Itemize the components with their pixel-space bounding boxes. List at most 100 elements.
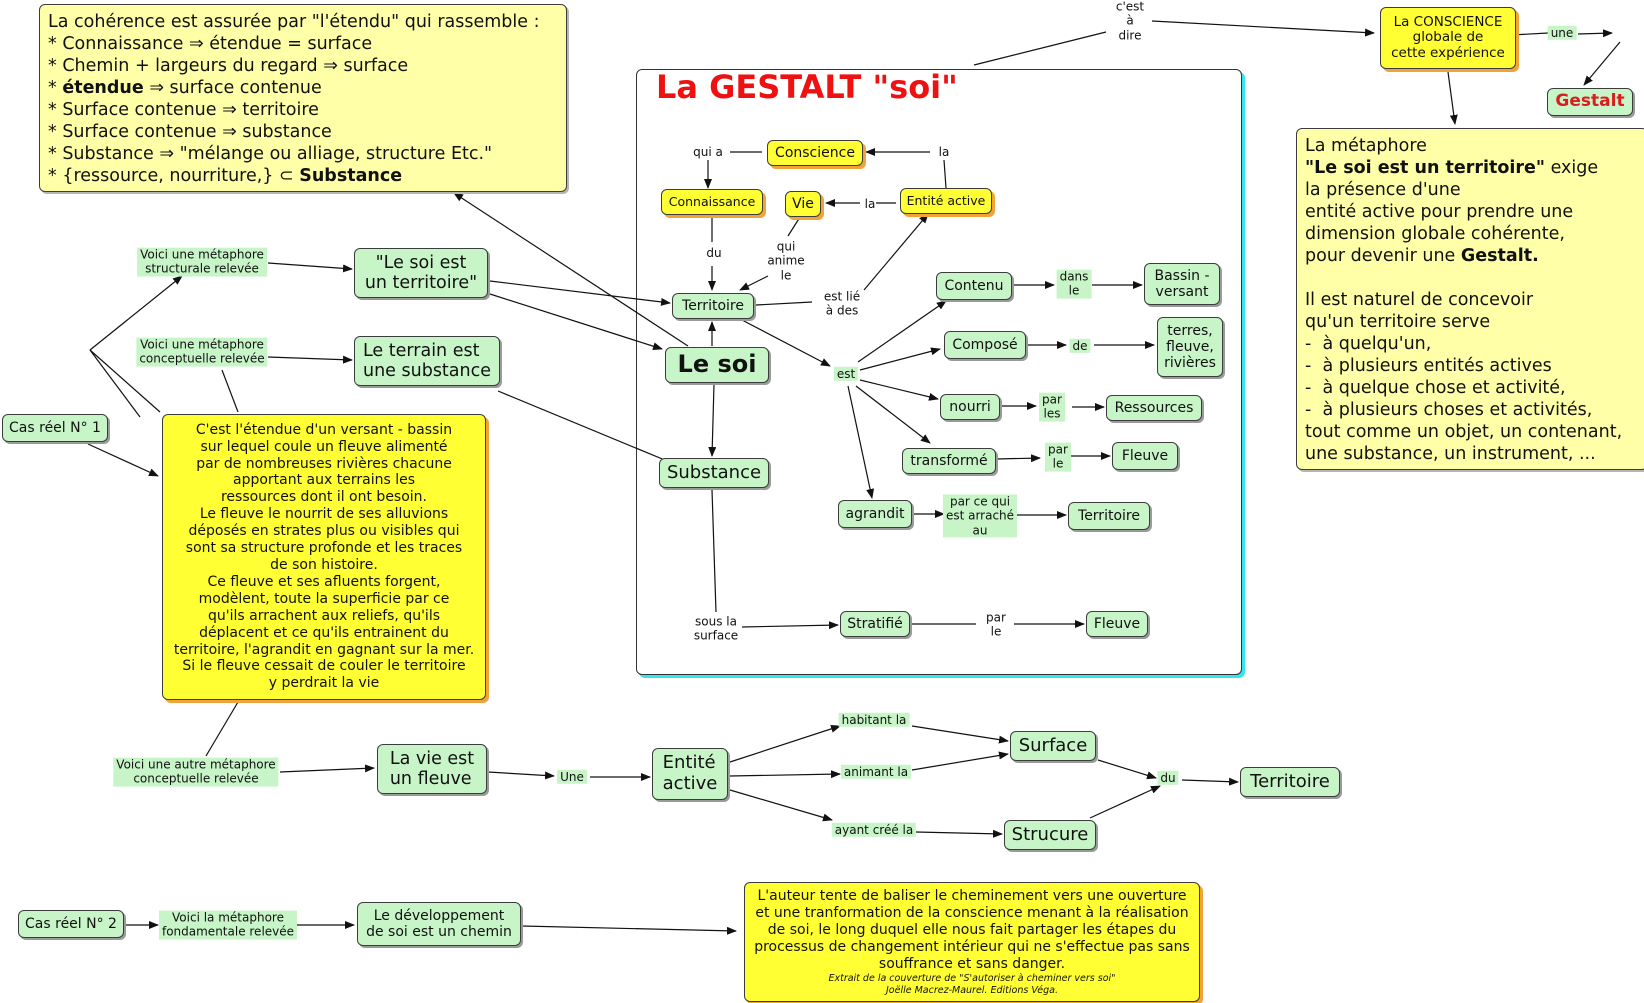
label-est-lie: est lié à des bbox=[823, 289, 861, 318]
node-agrandit[interactable]: agrandit bbox=[838, 500, 912, 528]
coherence-line: * Substance ⇒ "mélange ou alliage, struc… bbox=[48, 144, 493, 164]
node-label: "Le soi est un territoire" bbox=[364, 252, 478, 293]
metaphore-line: - à plusieurs choses et activités, bbox=[1305, 400, 1593, 420]
link-est-transforme bbox=[855, 385, 931, 444]
link-animant-surface bbox=[911, 751, 1009, 771]
node-terres[interactable]: terres, fleuve, rivières bbox=[1157, 317, 1223, 377]
auteur-text: L'auteur tente de baliser le cheminement… bbox=[754, 887, 1190, 972]
node-label: Gestalt bbox=[1555, 91, 1625, 112]
node-soi-territoire[interactable]: "Le soi est un territoire" bbox=[354, 248, 488, 298]
node-label: Composé bbox=[952, 336, 1018, 353]
node-ressources[interactable]: Ressources bbox=[1106, 395, 1202, 421]
link-split-versant bbox=[89, 349, 161, 413]
node-nourri[interactable]: nourri bbox=[940, 394, 1000, 420]
metaphore-line: La métaphore bbox=[1305, 136, 1427, 156]
link-conceptuelle-versant bbox=[221, 369, 239, 413]
node-label: Vie bbox=[792, 195, 814, 212]
link-strucure-du bbox=[1089, 785, 1161, 819]
node-vie[interactable]: Vie bbox=[785, 191, 821, 217]
link-transforme-parle bbox=[995, 454, 1041, 463]
metaphore-line: entité active pour prendre une bbox=[1305, 202, 1574, 222]
node-label: Connaissance bbox=[668, 193, 756, 209]
node-conscience[interactable]: Conscience bbox=[767, 140, 863, 166]
node-compose[interactable]: Composé bbox=[944, 331, 1026, 359]
node-territoire-bottom[interactable]: Territoire bbox=[1240, 767, 1340, 797]
metaphore-line: la présence d'une bbox=[1305, 180, 1461, 200]
metaphore-line: tout comme un objet, un contenant, bbox=[1305, 422, 1623, 442]
node-connaissance[interactable]: Connaissance bbox=[661, 189, 763, 215]
link-est-compose bbox=[859, 347, 941, 371]
note-auteur: L'auteur tente de baliser le cheminement… bbox=[744, 882, 1200, 1002]
metaphore-text: exige bbox=[1545, 158, 1599, 178]
node-label: Le soi bbox=[677, 350, 757, 379]
node-developpement[interactable]: Le développement de soi est un chemin bbox=[357, 902, 521, 946]
node-label: Strucure bbox=[1011, 823, 1089, 845]
node-label: Contenu bbox=[944, 277, 1004, 294]
link-entite-ayant bbox=[729, 789, 833, 822]
node-label: Le terrain est une substance bbox=[362, 340, 491, 381]
node-bassin[interactable]: Bassin - versant bbox=[1144, 263, 1220, 305]
node-label: terres, fleuve, rivières bbox=[1164, 322, 1216, 372]
node-label: Stratifié bbox=[847, 615, 903, 632]
link-developpement-auteur bbox=[521, 925, 737, 935]
node-stratifie[interactable]: Stratifié bbox=[840, 611, 910, 637]
label-ayant-cree-la: ayant créé la bbox=[831, 822, 917, 838]
link-cas1-split bbox=[89, 349, 141, 418]
note-coherence: La cohérence est assurée par "l'étendu" … bbox=[39, 4, 567, 192]
node-fleuve2[interactable]: Fleuve bbox=[1086, 611, 1148, 637]
metaphore-line: une substance, un instrument, ... bbox=[1305, 444, 1596, 464]
label-la-1: la bbox=[938, 144, 950, 159]
link-entite-la1 bbox=[943, 159, 947, 189]
label-du2: du bbox=[1157, 770, 1179, 786]
node-territoire2[interactable]: Territoire bbox=[1068, 502, 1150, 530]
metaphore-line: - à quelque chose et activité, bbox=[1305, 378, 1566, 398]
node-strucure[interactable]: Strucure bbox=[1004, 820, 1096, 850]
node-label: La CONSCIENCE globale de cette expérienc… bbox=[1391, 13, 1505, 61]
metaphore-line: qu'un territoire serve bbox=[1305, 312, 1491, 332]
node-terrain-substance[interactable]: Le terrain est une substance bbox=[354, 336, 500, 386]
label-une-top: une bbox=[1547, 25, 1577, 41]
link-territoire-est bbox=[741, 319, 831, 367]
link-territoire-estlie bbox=[755, 301, 813, 306]
node-le-soi[interactable]: Le soi bbox=[665, 347, 769, 383]
link-versant-autre bbox=[205, 701, 239, 757]
node-contenu[interactable]: Contenu bbox=[936, 272, 1012, 300]
link-ayant-strucure bbox=[915, 829, 1003, 838]
auteur-credit: Extrait de la couverture de "S'autoriser… bbox=[828, 972, 1116, 984]
node-label: Fleuve bbox=[1121, 447, 1169, 464]
node-gestalt[interactable]: Gestalt bbox=[1547, 88, 1633, 116]
coherence-line: * Surface contenue ⇒ substance bbox=[48, 122, 332, 142]
node-label: Cas réel N° 2 bbox=[25, 915, 117, 932]
node-surface[interactable]: Surface bbox=[1010, 731, 1096, 761]
coherence-text: * {ressource, nourriture,} ⊂ bbox=[48, 166, 300, 186]
link-une-gestalt bbox=[1577, 29, 1613, 38]
link-habitant-surface bbox=[911, 725, 1009, 744]
node-fleuve1[interactable]: Fleuve bbox=[1112, 442, 1178, 470]
label-par-le: par le bbox=[1045, 442, 1071, 472]
node-label: transformé bbox=[910, 452, 988, 469]
node-substance[interactable]: Substance bbox=[659, 458, 769, 488]
link-conscience-metaphore bbox=[1447, 71, 1458, 125]
node-entite-active-small[interactable]: Entité active bbox=[900, 188, 992, 214]
node-transforme[interactable]: transformé bbox=[902, 448, 996, 474]
link-est-agrandit bbox=[847, 385, 875, 499]
node-label: Territoire bbox=[1250, 770, 1330, 792]
node-territoire-center[interactable]: Territoire bbox=[672, 293, 754, 319]
link-viefleuve-une bbox=[487, 771, 555, 780]
node-cas2[interactable]: Cas réel N° 2 bbox=[18, 910, 124, 938]
node-conscience-globale[interactable]: La CONSCIENCE globale de cette expérienc… bbox=[1380, 7, 1516, 69]
label-animant-la: animant la bbox=[840, 764, 912, 780]
label-par-le2: par le bbox=[986, 610, 1006, 639]
node-label: Entité active bbox=[906, 192, 986, 208]
node-cas1[interactable]: Cas réel N° 1 bbox=[2, 414, 108, 442]
link-entite-habitant bbox=[729, 724, 841, 763]
coherence-bold: étendue bbox=[62, 78, 144, 98]
link-soi-cestadire bbox=[973, 31, 1107, 66]
metaphore-line: - à quelqu'un, bbox=[1305, 334, 1432, 354]
node-entite-active-big[interactable]: Entité active bbox=[652, 748, 728, 800]
node-label: Territoire bbox=[1078, 507, 1140, 524]
label-sous-la-surface: sous la surface bbox=[693, 614, 739, 643]
link-souslasurface-stratifie bbox=[741, 621, 839, 630]
node-vie-fleuve[interactable]: La vie est un fleuve bbox=[377, 744, 487, 794]
